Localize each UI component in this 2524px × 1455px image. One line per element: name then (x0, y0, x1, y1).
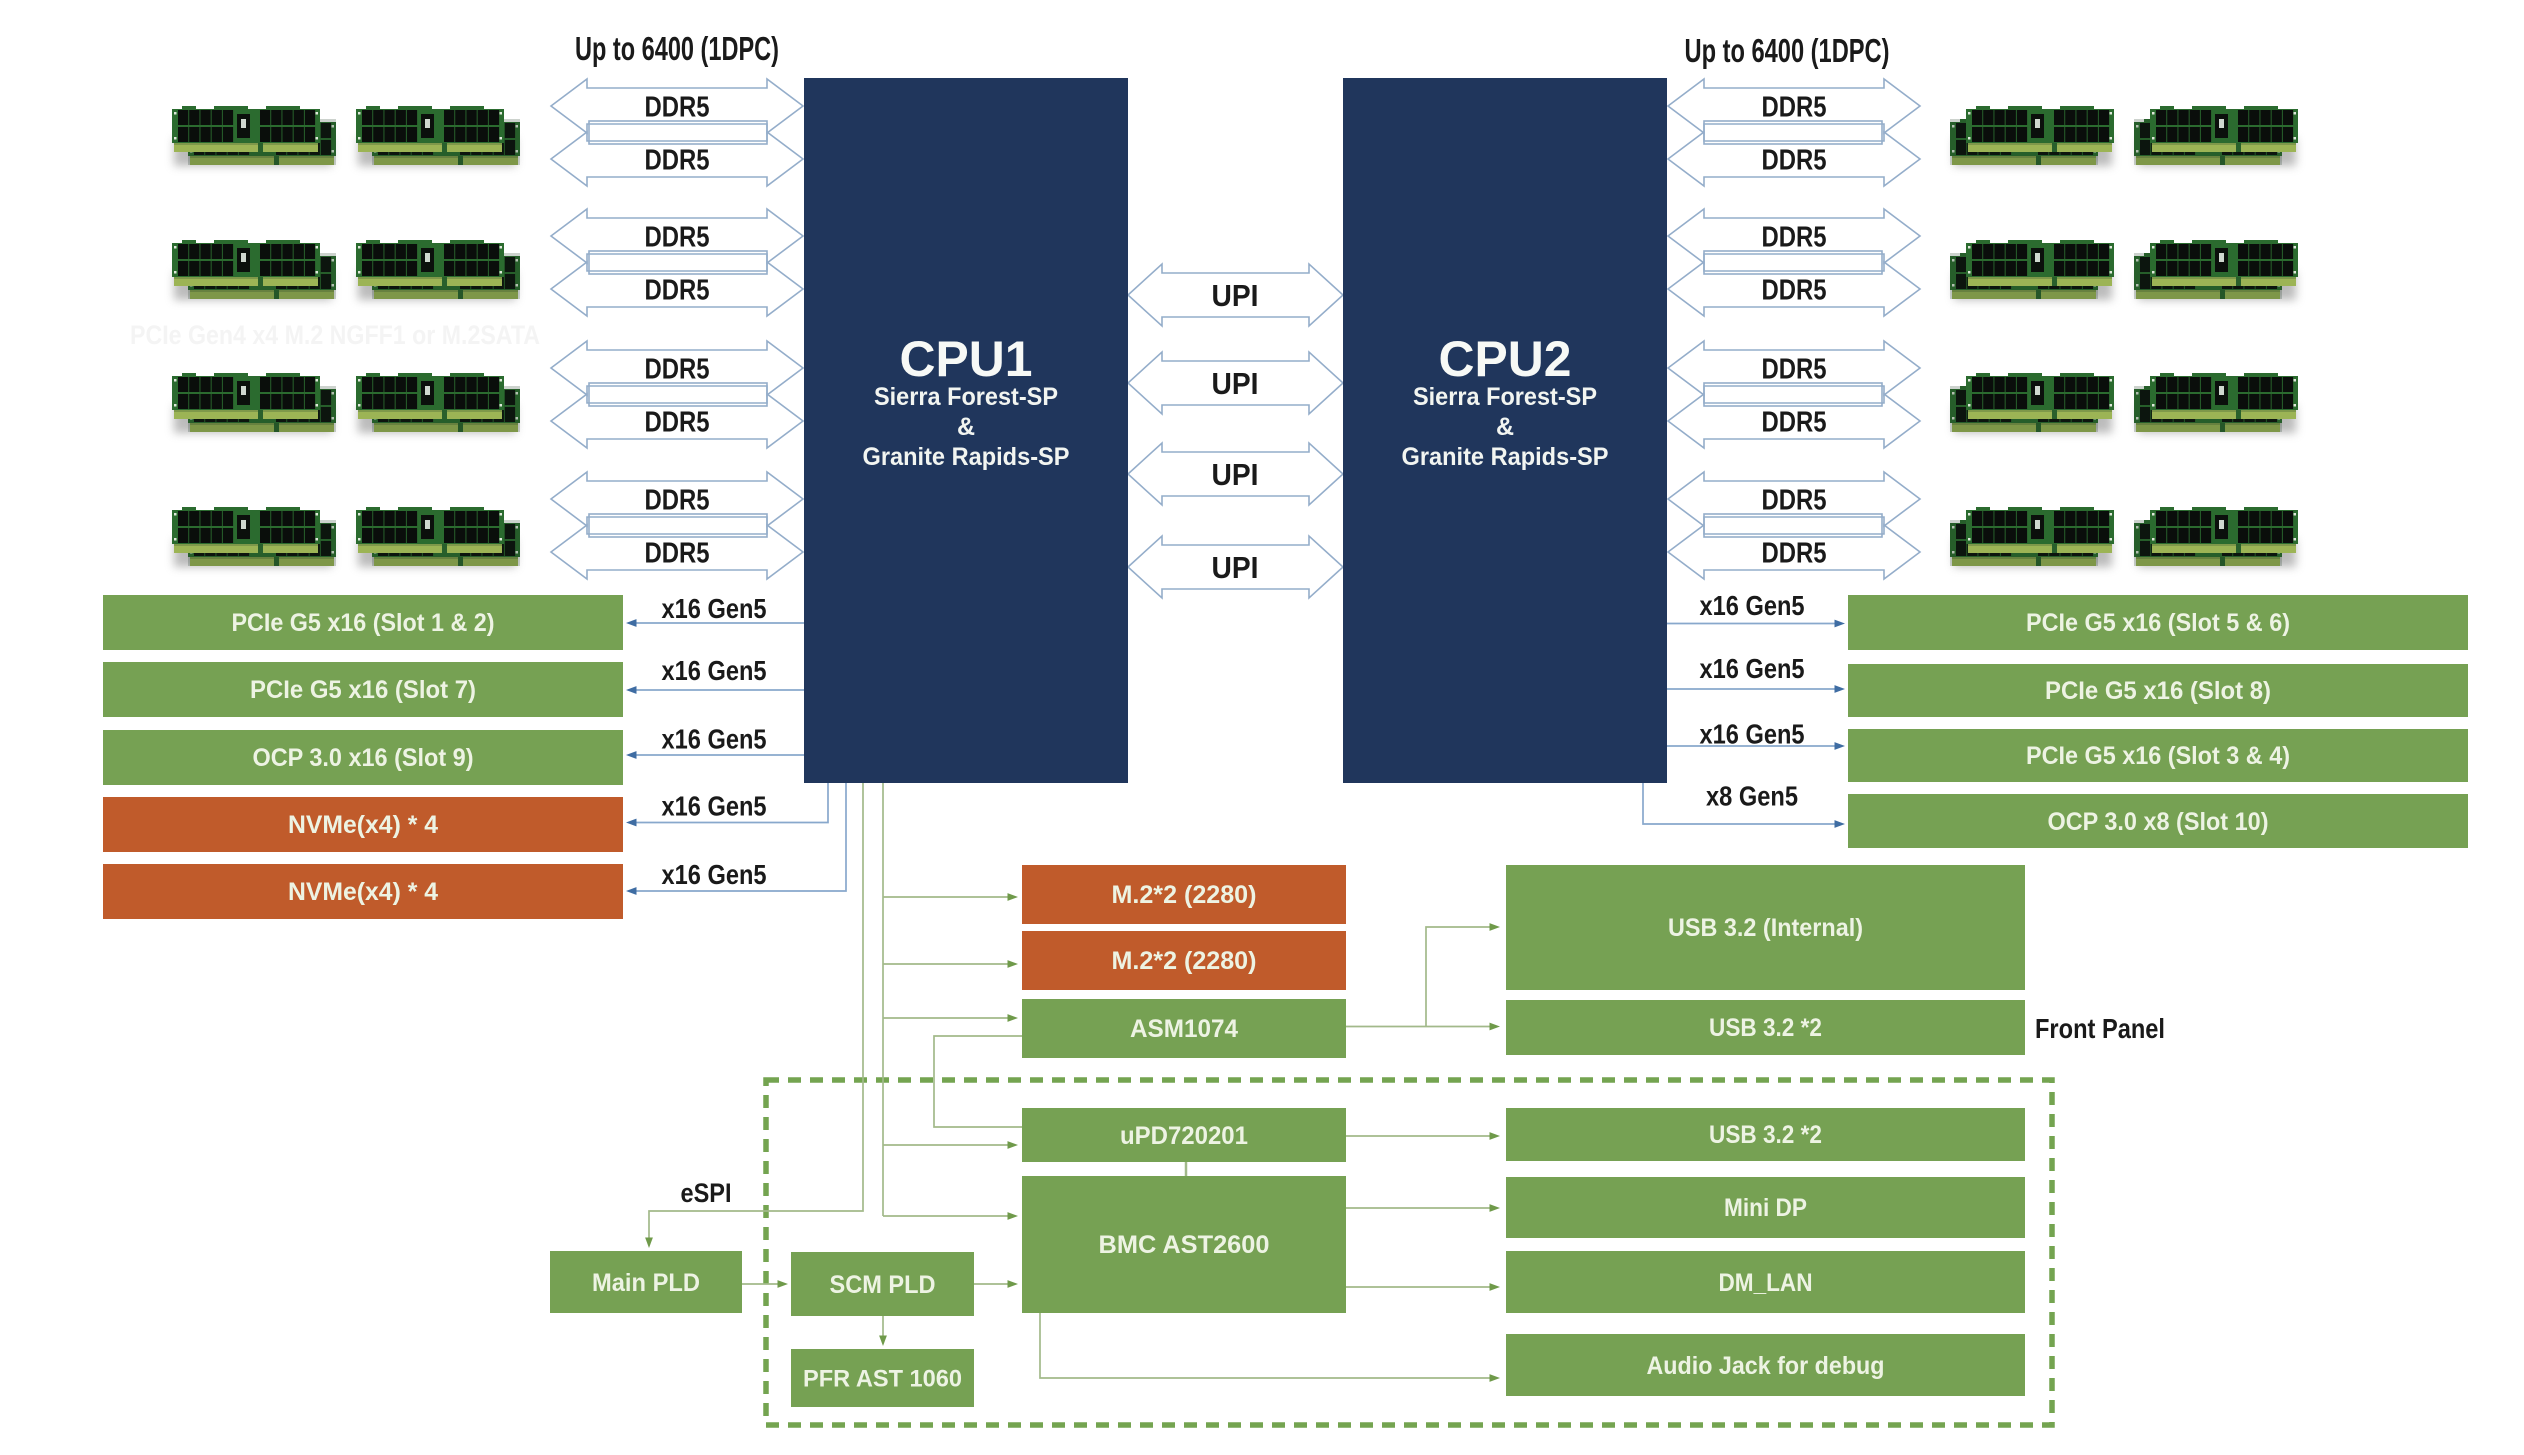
svg-text:UPI: UPI (1212, 550, 1259, 585)
svg-text:OCP 3.0 x8 (Slot 10): OCP 3.0 x8 (Slot 10) (2048, 808, 2269, 836)
svg-text:BMC AST2600: BMC AST2600 (1099, 1231, 1270, 1259)
svg-text:SCM PLD: SCM PLD (830, 1271, 936, 1299)
svg-text:x16 Gen5: x16 Gen5 (1700, 719, 1805, 750)
svg-text:DDR5: DDR5 (645, 145, 710, 177)
svg-text:DDR5: DDR5 (645, 222, 710, 254)
svg-text:PFR AST 1060: PFR AST 1060 (803, 1365, 962, 1392)
svg-text:x16 Gen5: x16 Gen5 (662, 593, 767, 624)
svg-text:NVMe(x4) * 4: NVMe(x4) * 4 (288, 878, 438, 906)
svg-text:x16 Gen5: x16 Gen5 (662, 791, 767, 822)
svg-text:DDR5: DDR5 (645, 485, 710, 517)
svg-text:PCIe G5 x16 (Slot 3 & 4): PCIe G5 x16 (Slot 3 & 4) (2026, 742, 2290, 770)
svg-text:x16 Gen5: x16 Gen5 (662, 859, 767, 890)
svg-text:DDR5: DDR5 (1762, 145, 1827, 177)
svg-text:PCIe Gen4 x4 M.2 NGFF1 or M.2S: PCIe Gen4 x4 M.2 NGFF1 or M.2SATA (130, 320, 540, 350)
svg-text:CPU2: CPU2 (1439, 331, 1572, 387)
svg-text:x16 Gen5: x16 Gen5 (1700, 653, 1805, 684)
svg-text:&: & (1496, 413, 1514, 441)
svg-text:PCIe G5 x16 (Slot 7): PCIe G5 x16 (Slot 7) (250, 676, 476, 704)
svg-text:Granite Rapids-SP: Granite Rapids-SP (863, 443, 1070, 471)
svg-text:DDR5: DDR5 (645, 92, 710, 124)
svg-text:&: & (957, 413, 975, 441)
svg-text:USB 3.2 (Internal): USB 3.2 (Internal) (1668, 914, 1863, 942)
svg-text:UPI: UPI (1212, 366, 1259, 401)
svg-text:DDR5: DDR5 (1762, 354, 1827, 386)
svg-text:PCIe G5 x16 (Slot 1 & 2): PCIe G5 x16 (Slot 1 & 2) (232, 609, 495, 637)
svg-text:USB 3.2 *2: USB 3.2 *2 (1709, 1121, 1822, 1149)
svg-text:Up to 6400 (1DPC): Up to 6400 (1DPC) (575, 30, 779, 67)
svg-text:DDR5: DDR5 (1762, 485, 1827, 517)
svg-text:PCIe G5 x16 (Slot 8): PCIe G5 x16 (Slot 8) (2045, 677, 2271, 705)
svg-text:Sierra Forest-SP: Sierra Forest-SP (874, 383, 1058, 411)
svg-text:PCIe G5 x16 (Slot 5 & 6): PCIe G5 x16 (Slot 5 & 6) (2026, 609, 2290, 637)
svg-text:OCP 3.0 x16 (Slot 9): OCP 3.0 x16 (Slot 9) (253, 744, 474, 772)
svg-text:Main PLD: Main PLD (592, 1269, 700, 1297)
svg-text:x16 Gen5: x16 Gen5 (662, 655, 767, 686)
svg-text:Granite Rapids-SP: Granite Rapids-SP (1402, 443, 1609, 471)
svg-text:DDR5: DDR5 (645, 538, 710, 570)
svg-text:ASM1074: ASM1074 (1130, 1015, 1238, 1043)
svg-text:DDR5: DDR5 (645, 275, 710, 307)
svg-text:x16 Gen5: x16 Gen5 (1700, 590, 1805, 621)
svg-text:M.2*2 (2280): M.2*2 (2280) (1112, 947, 1257, 975)
svg-text:DDR5: DDR5 (1762, 222, 1827, 254)
svg-text:DDR5: DDR5 (1762, 407, 1827, 439)
svg-text:Up to 6400 (1DPC): Up to 6400 (1DPC) (1685, 32, 1890, 69)
svg-text:Mini DP: Mini DP (1724, 1194, 1807, 1222)
svg-text:eSPI: eSPI (681, 1178, 732, 1208)
svg-text:CPU1: CPU1 (900, 331, 1033, 387)
svg-text:x8 Gen5: x8 Gen5 (1706, 781, 1798, 812)
svg-text:x16 Gen5: x16 Gen5 (662, 724, 767, 755)
svg-text:UPI: UPI (1212, 457, 1259, 492)
svg-text:Front Panel: Front Panel (2035, 1013, 2165, 1044)
svg-text:DDR5: DDR5 (1762, 275, 1827, 307)
svg-text:Sierra Forest-SP: Sierra Forest-SP (1413, 383, 1597, 411)
svg-text:DDR5: DDR5 (1762, 92, 1827, 124)
svg-text:DDR5: DDR5 (645, 407, 710, 439)
svg-text:DDR5: DDR5 (645, 354, 710, 386)
svg-text:UPI: UPI (1212, 278, 1259, 313)
svg-text:NVMe(x4) * 4: NVMe(x4) * 4 (288, 811, 438, 839)
svg-text:DDR5: DDR5 (1762, 538, 1827, 570)
svg-text:DM_LAN: DM_LAN (1719, 1269, 1813, 1297)
svg-text:USB 3.2 *2: USB 3.2 *2 (1709, 1014, 1822, 1042)
svg-text:Audio Jack for debug: Audio Jack for debug (1647, 1352, 1885, 1380)
svg-text:M.2*2 (2280): M.2*2 (2280) (1112, 881, 1257, 909)
svg-text:uPD720201: uPD720201 (1120, 1122, 1248, 1150)
